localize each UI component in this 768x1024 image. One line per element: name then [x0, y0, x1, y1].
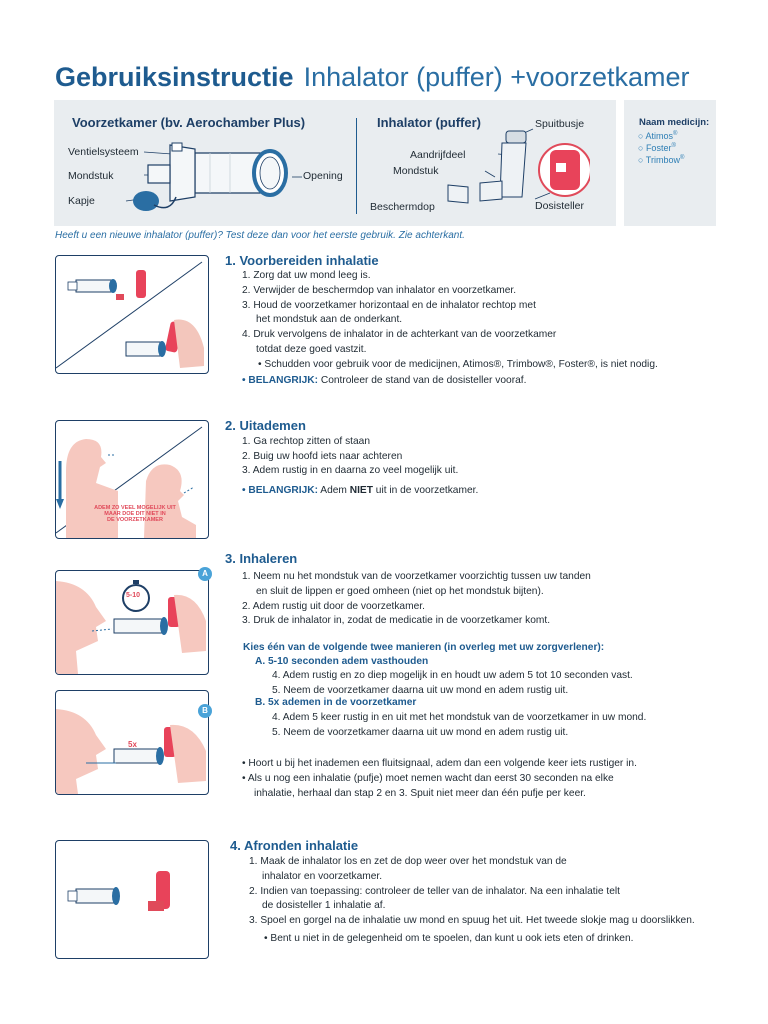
- step4-item-1b: inhalator en voorzetkamer.: [262, 871, 383, 882]
- step1-bullet: • Schudden voor gebruik voor de medicijn…: [258, 359, 658, 370]
- label-mondstuk-inhaler: Mondstuk: [393, 165, 439, 177]
- label-mondstuk-spacer: Mondstuk: [68, 170, 114, 182]
- step3-item-1b: en sluit de lippen er goed omheen (niet …: [256, 586, 544, 597]
- page-title: Gebruiksinstructie Inhalator (puffer) +vo…: [55, 62, 690, 93]
- medicine-panel: [624, 100, 716, 226]
- step4-item-3: 3. Spoel en gorgel na de inhalatie uw mo…: [249, 915, 695, 926]
- step4-item-2b: de dosisteller 1 inhalatie af.: [262, 900, 386, 911]
- title-bold: Gebruiksinstructie: [55, 62, 294, 92]
- step1-item-4b: totdat deze goed vastzit.: [256, 344, 367, 355]
- step2-item-2: 2. Buig uw hoofd iets naar achteren: [242, 451, 403, 462]
- step3-bullet-2b: inhalatie, herhaal dan stap 2 en 3. Spui…: [254, 788, 586, 799]
- title-rest: Inhalator (puffer) +voorzetkamer: [303, 62, 690, 92]
- option-a-badge: A: [198, 567, 212, 581]
- step1-item-3b: het mondstuk aan de onderkant.: [256, 314, 403, 325]
- spacer-illustration: [125, 142, 302, 211]
- timer-label: 5-10: [126, 592, 141, 599]
- step4-title: 4. Afronden inhalatie: [230, 838, 359, 853]
- option-a-label: A. 5-10 seconden adem vasthouden: [255, 656, 429, 667]
- step2-item-3: 3. Adem rustig in en daarna zo veel moge…: [242, 465, 459, 476]
- step1-image: [55, 255, 209, 374]
- step3-item-1: 1. Neem nu het mondstuk van de voorzetka…: [242, 571, 591, 582]
- step1-important: • BELANGRIJK: Controleer de stand van de…: [242, 375, 527, 386]
- step1-item-4: 4. Druk vervolgens de inhalator in de ac…: [242, 329, 557, 340]
- step1-item-2: 2. Verwijder de beschermdop van inhalato…: [242, 285, 517, 296]
- medicine-foster: ○ Foster®: [638, 143, 676, 153]
- step2-important: • BELANGRIJK: Adem NIET uit in de voorze…: [242, 485, 479, 496]
- step1-item-3: 3. Houd de voorzetkamer horizontaal en d…: [242, 300, 536, 311]
- step3-item-2: 2. Adem rustig uit door de voorzetkamer.: [242, 601, 425, 612]
- option-a-item-5: 5. Neem de voorzetkamer daarna uit uw mo…: [272, 685, 569, 696]
- label-beschermdop: Beschermdop: [370, 201, 435, 213]
- medicine-trimbow: ○ Trimbow®: [638, 155, 685, 165]
- legend-divider: [356, 118, 357, 214]
- medicine-atimos: ○ Atimos®: [638, 131, 678, 141]
- label-spuitbusje: Spuitbusje: [535, 118, 585, 130]
- step3a-image: [55, 570, 209, 675]
- step4-image: [55, 840, 209, 959]
- step3-title: 3. Inhaleren: [225, 551, 298, 566]
- label-aandrijfdeel: Aandrijfdeel: [410, 149, 466, 161]
- step4-item-2: 2. Indien van toepassing: controleer de …: [249, 886, 620, 897]
- option-b-item-4: 4. Adem 5 keer rustig in en uit met het …: [272, 712, 647, 723]
- times-label: 5x: [128, 740, 137, 749]
- intro-note: Heeft u een nieuwe inhalator (puffer)? T…: [55, 230, 465, 241]
- inhaler-heading: Inhalator (puffer): [377, 115, 481, 130]
- step4-bullet: • Bent u niet in de gelegenheid om te sp…: [264, 933, 634, 944]
- inhaler-illustration: [447, 128, 590, 204]
- step2-item-1: 1. Ga rechtop zitten of staan: [242, 436, 370, 447]
- step1-item-1: 1. Zorg dat uw mond leeg is.: [242, 270, 371, 281]
- option-b-badge: B: [198, 704, 212, 718]
- option-b-label: B. 5x ademen in de voorzetkamer: [255, 697, 417, 708]
- label-opening: Opening: [303, 170, 343, 182]
- choice-heading: Kies één van de volgende twee manieren (…: [243, 642, 605, 653]
- label-dosisteller: Dosisteller: [535, 200, 585, 212]
- option-a-item-4: 4. Adem rustig en zo diep mogelijk in en…: [272, 670, 633, 681]
- medicine-title: Naam medicijn:: [639, 117, 710, 128]
- option-b-item-5: 5. Neem de voorzetkamer daarna uit uw mo…: [272, 727, 569, 738]
- step2-title: 2. Uitademen: [225, 418, 306, 433]
- step3b-image: [55, 690, 209, 795]
- step1-title: 1. Voorbereiden inhalatie: [225, 253, 379, 268]
- step2-image-caption: ADEM ZO VEEL MOGELIJK UIT MAAR DOE DIT N…: [94, 505, 176, 523]
- step2-image: [55, 420, 209, 539]
- spacer-heading: Voorzetkamer (bv. Aerochamber Plus): [72, 115, 306, 130]
- label-ventielsysteem: Ventielsysteem: [68, 146, 139, 158]
- step4-item-1: 1. Maak de inhalator los en zet de dop w…: [249, 856, 567, 867]
- step3-bullet-2: • Als u nog een inhalatie (pufje) moet n…: [242, 773, 614, 784]
- label-kapje: Kapje: [68, 195, 95, 207]
- step3-bullet-1: • Hoort u bij het inademen een fluitsign…: [242, 758, 637, 769]
- step3-item-3: 3. Druk de inhalator in, zodat de medica…: [242, 615, 551, 626]
